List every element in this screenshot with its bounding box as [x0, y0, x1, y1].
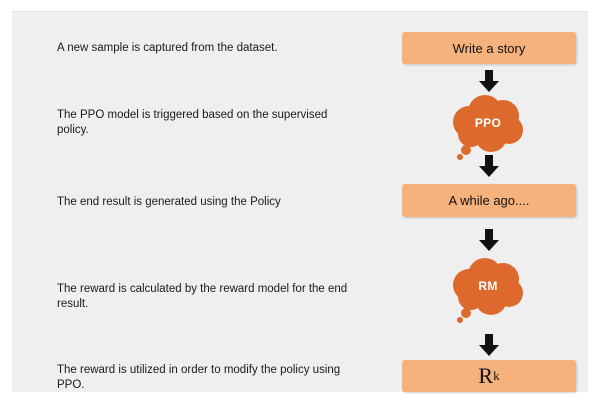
diagram-slide: A new sample is captured from the datase… — [12, 11, 588, 392]
step-2-description: The PPO model is triggered based on the … — [57, 109, 328, 136]
step-3-box-a-while-ago: A while ago.... — [402, 184, 576, 217]
step-5-description: The reward is utilized in order to modif… — [57, 364, 341, 391]
down-arrow-icon — [479, 155, 499, 177]
ppo-cloud: PPO — [447, 92, 529, 162]
step-1-box-write-a-story: Write a story — [402, 32, 576, 64]
step-1-description: A new sample is captured from the datase… — [57, 42, 278, 54]
ppo-cloud-label: PPO — [474, 116, 502, 130]
down-arrow-icon — [479, 229, 499, 251]
down-arrow-icon — [479, 334, 499, 356]
rm-cloud-label: RM — [478, 279, 498, 293]
rm-cloud: RM — [447, 255, 529, 325]
down-arrow-icon — [479, 70, 499, 92]
reward-subscript: k — [493, 368, 500, 383]
step-4-description: The reward is calculated by the reward m… — [57, 283, 348, 310]
thought-cloud-icon — [453, 95, 523, 160]
reward-symbol: R — [478, 363, 494, 388]
step-3-description: The end result is generated using the Po… — [57, 196, 281, 208]
thought-cloud-icon — [453, 258, 523, 323]
